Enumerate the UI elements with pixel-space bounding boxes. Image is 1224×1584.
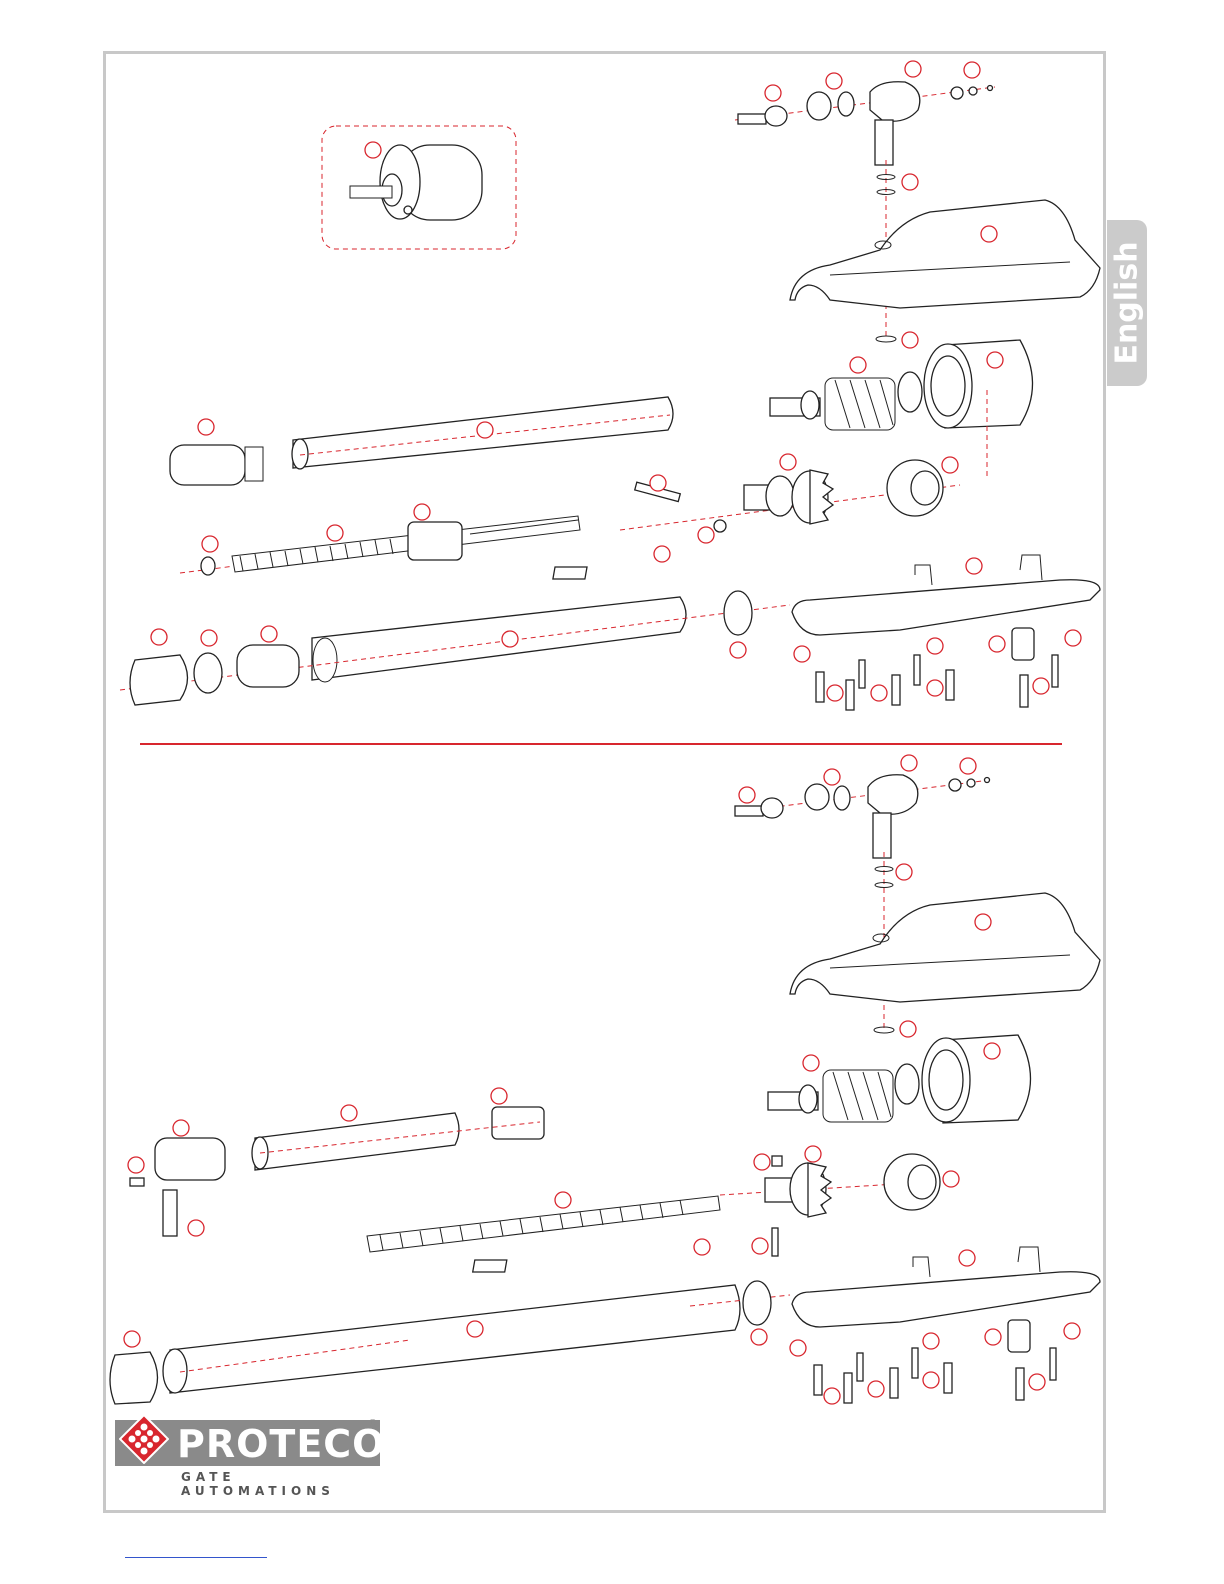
end-cap (170, 445, 245, 485)
lead-screw (232, 516, 580, 572)
callout-marker (654, 546, 670, 562)
callout-marker (927, 638, 943, 654)
callout-marker (805, 1146, 821, 1162)
callout-marker (555, 1192, 571, 1208)
callout-marker (151, 629, 167, 645)
callout-marker (754, 1154, 770, 1170)
callout-marker (824, 1388, 840, 1404)
callout-marker (803, 1055, 819, 1071)
callout-marker (751, 1329, 767, 1345)
callout-marker (987, 352, 1003, 368)
brand-name: PROTECO (177, 1422, 386, 1466)
callout-marker (650, 475, 666, 491)
callout-marker (905, 61, 921, 77)
callout-marker (491, 1088, 507, 1104)
callout-marker (730, 642, 746, 658)
callout-marker (698, 527, 714, 543)
callout-marker (923, 1372, 939, 1388)
callout-marker (959, 1250, 975, 1266)
registered-mark: ® (369, 1418, 376, 1429)
callout-marker (960, 758, 976, 774)
callout-marker (896, 864, 912, 880)
callout-marker (901, 755, 917, 771)
lead-nut (408, 522, 462, 560)
lead-screw-bottom (367, 1196, 720, 1252)
footer-link-underline (125, 1557, 267, 1558)
callout-marker (794, 646, 810, 662)
base-housing (792, 580, 1100, 635)
callout-marker (188, 1220, 204, 1236)
callout-marker (198, 419, 214, 435)
callout-marker (780, 454, 796, 470)
callout-marker (739, 787, 755, 803)
callout-marker (765, 85, 781, 101)
callout-marker (902, 332, 918, 348)
callout-marker (900, 1021, 916, 1037)
callout-marker (927, 680, 943, 696)
callout-marker (502, 631, 518, 647)
callout-marker (943, 1171, 959, 1187)
callout-marker (964, 62, 980, 78)
callout-marker (981, 226, 997, 242)
callout-marker (966, 558, 982, 574)
callout-marker (902, 174, 918, 190)
main-tube-bottom (170, 1285, 740, 1393)
callout-marker (989, 636, 1005, 652)
callout-marker (365, 142, 381, 158)
callout-marker (752, 1238, 768, 1254)
callout-marker (1064, 1323, 1080, 1339)
upper-cover (790, 200, 1100, 308)
callout-marker (850, 357, 866, 373)
gear-1 (810, 470, 833, 524)
exploded-view-bottom (110, 775, 1100, 1404)
key-part (738, 114, 766, 124)
exploded-view-top (120, 82, 1100, 710)
callout-marker (975, 914, 991, 930)
callout-marker (327, 525, 343, 541)
callout-marker (173, 1120, 189, 1136)
callout-marker (202, 536, 218, 552)
callout-marker (1029, 1374, 1045, 1390)
callout-marker (871, 685, 887, 701)
main-tube-top (312, 597, 686, 680)
callout-marker (824, 769, 840, 785)
callout-marker (261, 626, 277, 642)
callout-marker (985, 1329, 1001, 1345)
callout-marker (124, 1331, 140, 1347)
callout-marker (341, 1105, 357, 1121)
callout-marker (201, 630, 217, 646)
brand-tagline: GATE AUTOMATIONS (181, 1470, 385, 1498)
proteco-logo: PROTECO ® GATE AUTOMATIONS (115, 1418, 385, 1488)
rotor (825, 378, 895, 430)
outer-tube-bottom (255, 1113, 459, 1170)
callout-marker (694, 1239, 710, 1255)
release-knob (870, 82, 920, 122)
callout-marker (128, 1157, 144, 1173)
callout-marker (1065, 630, 1081, 646)
callout-marker (868, 1381, 884, 1397)
callout-marker (826, 73, 842, 89)
ring-nut (130, 655, 188, 705)
callout-marker (477, 422, 493, 438)
section-divider (140, 743, 1062, 745)
callout-marker (467, 1321, 483, 1337)
callout-marker (827, 685, 843, 701)
callout-marker (923, 1333, 939, 1349)
callout-marker (984, 1043, 1000, 1059)
callout-marker (942, 457, 958, 473)
callout-marker (790, 1340, 806, 1356)
logo-diamond-icon (119, 1414, 169, 1464)
callout-marker (1033, 678, 1049, 694)
callout-marker (414, 504, 430, 520)
